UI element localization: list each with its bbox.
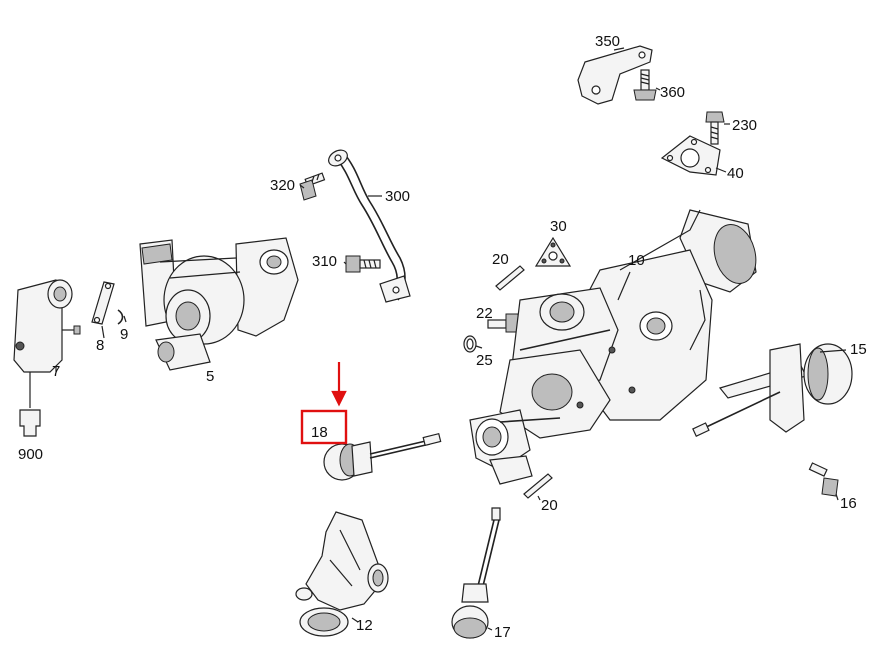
part-360-bolt xyxy=(633,69,657,101)
label-350: 350 xyxy=(595,33,620,50)
part-900-connector xyxy=(19,409,41,437)
part-40-gasket xyxy=(660,135,721,176)
part-350-bracket xyxy=(577,45,653,105)
label-10: 10 xyxy=(628,252,645,269)
highlight-callout-18 xyxy=(300,362,348,445)
label-310: 310 xyxy=(312,253,337,270)
part-16-bolt xyxy=(808,462,839,497)
part-20-clip-upper xyxy=(495,265,525,291)
label-9: 9 xyxy=(120,326,128,343)
part-25-oring xyxy=(463,335,477,353)
part-320-bolt xyxy=(299,172,326,201)
label-16: 16 xyxy=(840,495,857,512)
highlight-box xyxy=(300,409,348,445)
label-320: 320 xyxy=(270,177,295,194)
label-360: 360 xyxy=(660,84,685,101)
label-12: 12 xyxy=(356,617,373,634)
label-8: 8 xyxy=(96,337,104,354)
label-30: 30 xyxy=(550,218,567,235)
part-15-actuator xyxy=(692,343,853,437)
label-15: 15 xyxy=(850,341,867,358)
part-20-clip-lower xyxy=(523,473,553,499)
label-25: 25 xyxy=(476,352,493,369)
leader-lines xyxy=(29,47,847,631)
part-300-oil-line xyxy=(328,149,411,303)
part-5-turbocharger xyxy=(139,237,299,371)
part-8-link xyxy=(91,281,115,325)
part-230-bolt xyxy=(705,111,725,145)
callout-labels: 350 360 230 40 320 300 30 310 20 10 22 2… xyxy=(18,33,867,641)
part-30-gasket xyxy=(534,236,572,267)
label-7: 7 xyxy=(52,363,60,380)
part-9-clip xyxy=(117,309,124,325)
part-12-elbow-pipe xyxy=(295,511,389,637)
label-18: 18 xyxy=(311,424,328,441)
label-20-upper: 20 xyxy=(492,251,509,268)
label-20-lower: 20 xyxy=(541,497,558,514)
part-18-wastegate-actuator xyxy=(323,432,442,481)
part-10-turbocharger-assembly xyxy=(469,209,757,485)
part-310-bolt xyxy=(345,255,381,273)
label-300: 300 xyxy=(385,188,410,205)
part-22-fitting xyxy=(487,313,519,333)
part-17-actuator xyxy=(451,507,501,639)
label-40: 40 xyxy=(727,165,744,182)
part-7-electric-actuator xyxy=(13,279,81,373)
label-17: 17 xyxy=(494,624,511,641)
label-230: 230 xyxy=(732,117,757,134)
label-5: 5 xyxy=(206,368,214,385)
label-22: 22 xyxy=(476,305,493,322)
label-900: 900 xyxy=(18,446,43,463)
